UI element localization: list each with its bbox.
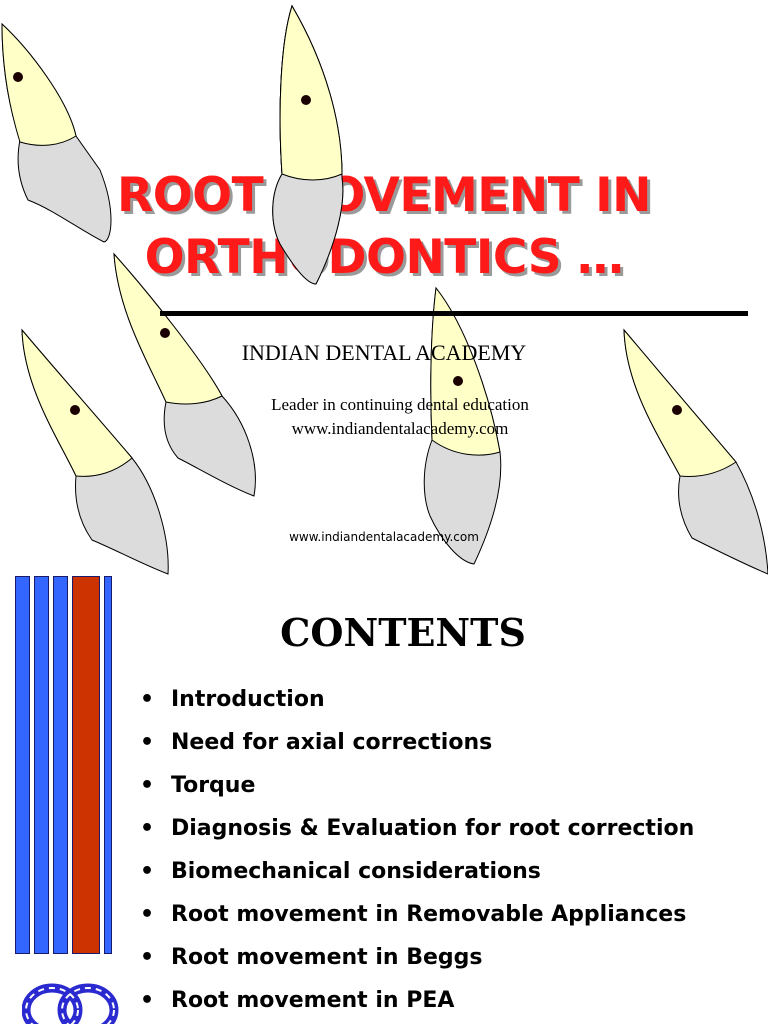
list-item-label: Diagnosis & Evaluation for root correcti… — [171, 816, 695, 841]
list-item-label: Biomechanical considerations — [171, 859, 541, 884]
tooth-icon — [623, 328, 768, 575]
contents-heading: CONTENTS — [280, 610, 526, 655]
title-divider — [160, 311, 748, 316]
slide-title-line1: ROOT MOVEMENT IN — [117, 168, 651, 223]
bullet-icon: • — [140, 945, 155, 970]
tooth-icon — [21, 328, 169, 575]
bullet-icon: • — [140, 859, 155, 884]
tooth-icon — [423, 286, 502, 565]
list-item: • Introduction — [140, 678, 694, 721]
bullet-icon: • — [140, 687, 155, 712]
decor-bar-blue — [34, 576, 49, 954]
decor-bar-blue — [53, 576, 68, 954]
list-item-label: Introduction — [171, 687, 325, 712]
list-item: • Need for axial corrections — [140, 721, 694, 764]
list-item: • Root movement in PEA — [140, 979, 694, 1022]
list-item-label: Need for axial corrections — [171, 730, 493, 755]
list-item: • Root movement in Removable Appliances — [140, 893, 694, 936]
list-item: • Biomechanical considerations — [140, 850, 694, 893]
bullet-icon: • — [140, 730, 155, 755]
list-item-label: Root movement in PEA — [171, 988, 455, 1013]
slide-title-line2: ORTHODONTICS … — [144, 230, 624, 285]
decor-bar-blue — [15, 576, 30, 954]
list-item: • Torque — [140, 764, 694, 807]
tooth-icon — [272, 4, 344, 285]
academy-website[interactable]: www.indiandentalacademy.com — [291, 419, 509, 438]
contents-list: • Introduction • Need for axial corrections… — [140, 678, 694, 1022]
academy-name: INDIAN DENTAL ACADEMY — [241, 340, 527, 365]
list-item-label: Root movement in Removable Appliances — [171, 902, 687, 927]
bullet-icon: • — [140, 773, 155, 798]
decor-bar-blue — [104, 576, 112, 954]
list-item-label: Torque — [171, 773, 256, 798]
bullet-icon: • — [140, 816, 155, 841]
bullet-icon: • — [140, 988, 155, 1013]
tooth-icon — [113, 252, 256, 497]
academy-tagline: Leader in continuing dental education — [271, 395, 529, 414]
tooth-icon — [1, 22, 112, 243]
bullet-icon: • — [140, 902, 155, 927]
footer-url[interactable]: www.indiandentalacademy.com — [289, 530, 479, 544]
academy-logo-icon — [22, 983, 119, 1024]
list-item: • Diagnosis & Evaluation for root correct… — [140, 807, 694, 850]
list-item-label: Root movement in Beggs — [171, 945, 483, 970]
decor-bar-red — [72, 576, 100, 954]
list-item: • Root movement in Beggs — [140, 936, 694, 979]
